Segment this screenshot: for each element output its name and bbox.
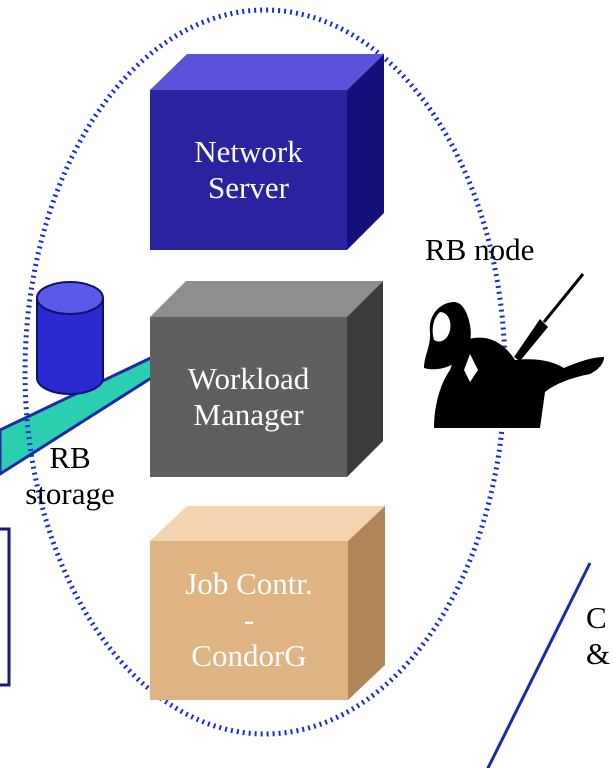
connector-line xyxy=(486,562,592,768)
job-controller-label: Job Contr. - CondorG xyxy=(185,566,313,673)
rb-storage-label: RB storage xyxy=(25,440,115,511)
network-server-box xyxy=(150,54,384,250)
rb-node-label: RB node xyxy=(425,232,535,267)
cut-off-text: C & xyxy=(586,600,611,671)
workload-manager-label: Workload Manager xyxy=(187,361,310,432)
network-server-label: Network Server xyxy=(194,134,303,205)
workload-manager-box xyxy=(150,281,383,477)
conductor-icon xyxy=(424,273,604,428)
cut-off-box xyxy=(0,527,11,687)
job-controller-box xyxy=(150,506,385,700)
rb-storage-cylinder-icon xyxy=(36,281,104,395)
